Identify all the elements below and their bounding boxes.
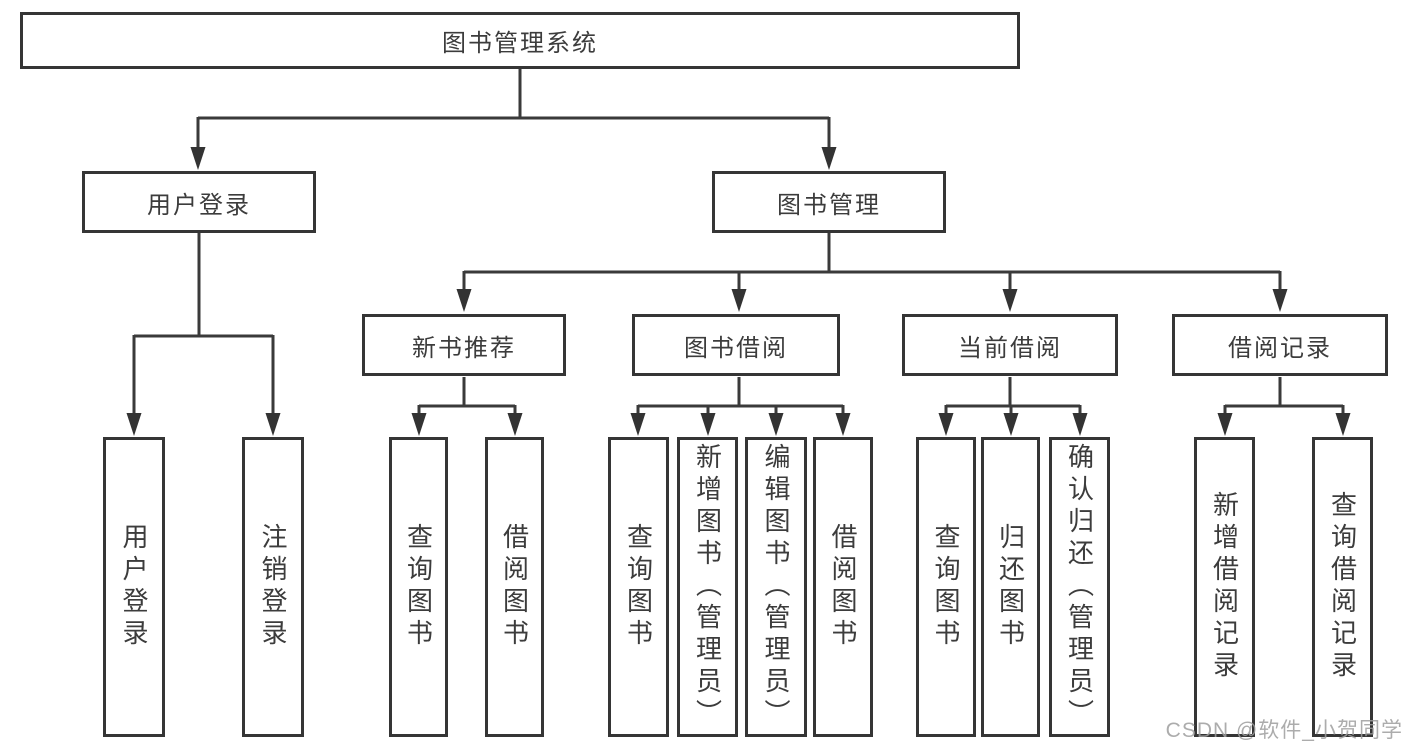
leaf-label: 注销登录 [258,523,288,651]
node-borrow-records: 借阅记录 [1172,314,1388,376]
node-book-management: 图书管理 [712,171,946,233]
node-new-book-recommend: 新书推荐 [362,314,566,376]
leaf-borrow-books-1: 借阅图书 [485,437,544,737]
leaf-label: 确认归还（管理员） [1064,443,1095,731]
leaf-label: 借阅图书 [499,523,530,651]
node-user-login: 用户登录 [82,171,316,233]
leaf-label: 查询图书 [623,523,654,651]
node-current-borrow: 当前借阅 [902,314,1118,376]
leaf-label: 归还图书 [995,523,1026,651]
leaf-add-books-admin: 新增图书（管理员） [677,437,738,737]
node-root: 图书管理系统 [20,12,1020,69]
leaf-label: 编辑图书（管理员） [761,443,791,731]
leaf-label: 新增图书（管理员） [692,443,723,731]
leaf-query-books-3: 查询图书 [916,437,976,737]
leaf-label: 用户登录 [119,523,149,651]
leaf-label: 查询图书 [931,523,961,651]
leaf-confirm-return-admin: 确认归还（管理员） [1049,437,1110,737]
leaf-logout: 注销登录 [242,437,304,737]
leaf-label: 借阅图书 [828,523,858,651]
leaf-query-books-2: 查询图书 [608,437,669,737]
leaf-add-borrow-record: 新增借阅记录 [1194,437,1255,737]
leaf-user-login: 用户登录 [103,437,165,737]
leaf-edit-books-admin: 编辑图书（管理员） [745,437,807,737]
leaf-label: 新增借阅记录 [1209,491,1240,683]
csdn-watermark: CSDN @软件_小贺同学 [1165,719,1403,742]
node-book-borrow: 图书借阅 [632,314,840,376]
leaf-return-books: 归还图书 [981,437,1040,737]
leaf-borrow-books-2: 借阅图书 [813,437,873,737]
leaf-query-books-1: 查询图书 [389,437,448,737]
leaf-query-borrow-record: 查询借阅记录 [1312,437,1373,737]
leaf-label: 查询图书 [403,523,434,651]
leaf-label: 查询借阅记录 [1327,491,1358,683]
